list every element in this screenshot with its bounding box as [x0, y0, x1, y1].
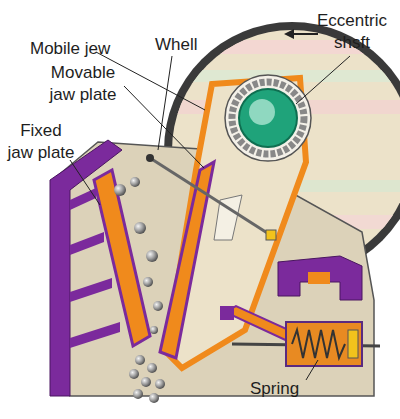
rod-pin [146, 154, 154, 162]
stone [155, 379, 165, 389]
frame-rib [70, 232, 104, 255]
toggle-seat [220, 306, 234, 320]
rod-end [266, 230, 276, 240]
bearing-balls [232, 82, 304, 154]
part-label: Fixed jaw plate [6, 120, 76, 164]
rear-bracket [278, 256, 362, 300]
stone [150, 326, 158, 334]
stone [146, 250, 158, 262]
stone [134, 222, 146, 234]
part-label: Whell [155, 34, 235, 56]
spring-housing [286, 322, 362, 366]
part-label: Movable jaw plate [40, 62, 126, 106]
eccentric-shaft [239, 89, 297, 147]
stone [143, 277, 153, 287]
stone [135, 355, 145, 365]
leader-line [124, 86, 204, 168]
stone [133, 389, 143, 399]
spring-nut [348, 330, 358, 358]
leader-line [306, 360, 318, 380]
stone [153, 301, 163, 311]
stone [114, 184, 126, 196]
fixed-jaw-plate [94, 170, 150, 346]
rotation-arrow [290, 33, 318, 35]
rotation-arrowhead [284, 29, 294, 39]
stone [130, 177, 140, 187]
movable-jaw-plate [160, 162, 214, 358]
frame-rib [70, 322, 120, 348]
stone [149, 393, 159, 403]
leader-line [158, 56, 172, 150]
leader-line [296, 56, 350, 104]
part-label: Mobile jew [30, 38, 150, 60]
spring-coil [292, 330, 345, 358]
leader-line [70, 160, 100, 205]
shaft-highlight [249, 99, 275, 125]
stone [141, 377, 151, 387]
bracket-block [308, 272, 330, 284]
bearing-housing [225, 75, 311, 161]
stone [129, 369, 139, 379]
frame-rib [70, 278, 112, 302]
stone [147, 363, 157, 373]
tie-rod [150, 158, 272, 236]
part-label: Spring [250, 378, 340, 400]
frame-rib [70, 188, 96, 210]
part-label: Eccentric shsft [306, 10, 398, 54]
